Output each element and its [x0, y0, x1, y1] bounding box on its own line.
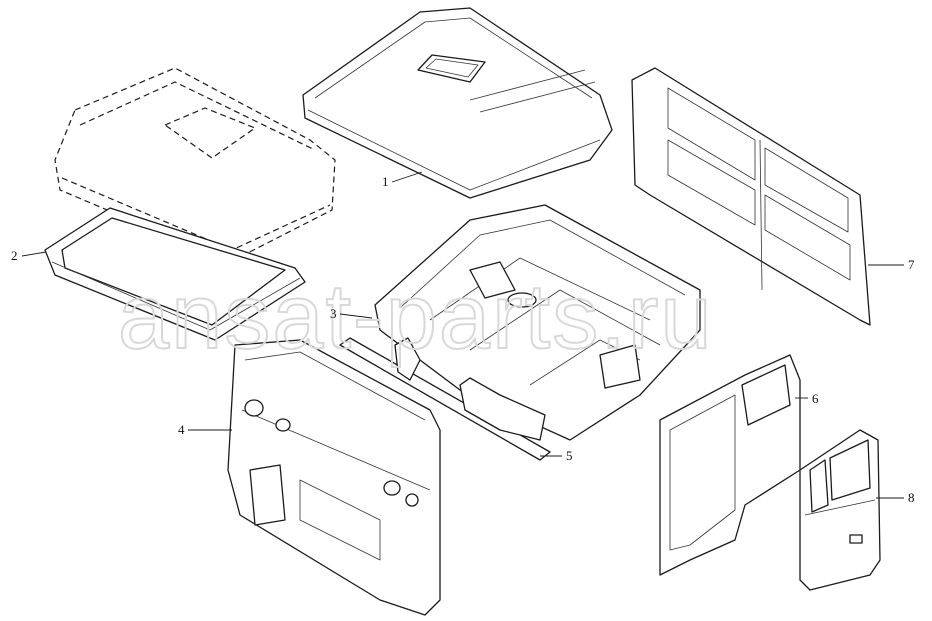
part-cross-member — [339, 337, 551, 461]
callout-2: 2 — [11, 248, 18, 263]
part-rear-wall — [631, 67, 871, 326]
part-door — [799, 429, 881, 591]
part-front-panel — [227, 339, 441, 616]
callout-7: 7 — [908, 257, 915, 272]
callout-8: 8 — [908, 490, 915, 505]
part-roof-frame — [44, 207, 306, 341]
callout-1: 1 — [382, 174, 389, 189]
callout-6: 6 — [812, 391, 819, 406]
part-floor-assembly — [374, 204, 701, 441]
part-side-panel — [659, 354, 801, 576]
callout-4: 4 — [178, 422, 185, 437]
callout-5: 5 — [566, 448, 573, 463]
callout-3: 3 — [330, 306, 337, 321]
part-roof-panel — [302, 7, 613, 199]
watermark-text: ansat-parts.ru — [118, 266, 714, 368]
leader-lines — [21, 171, 904, 499]
